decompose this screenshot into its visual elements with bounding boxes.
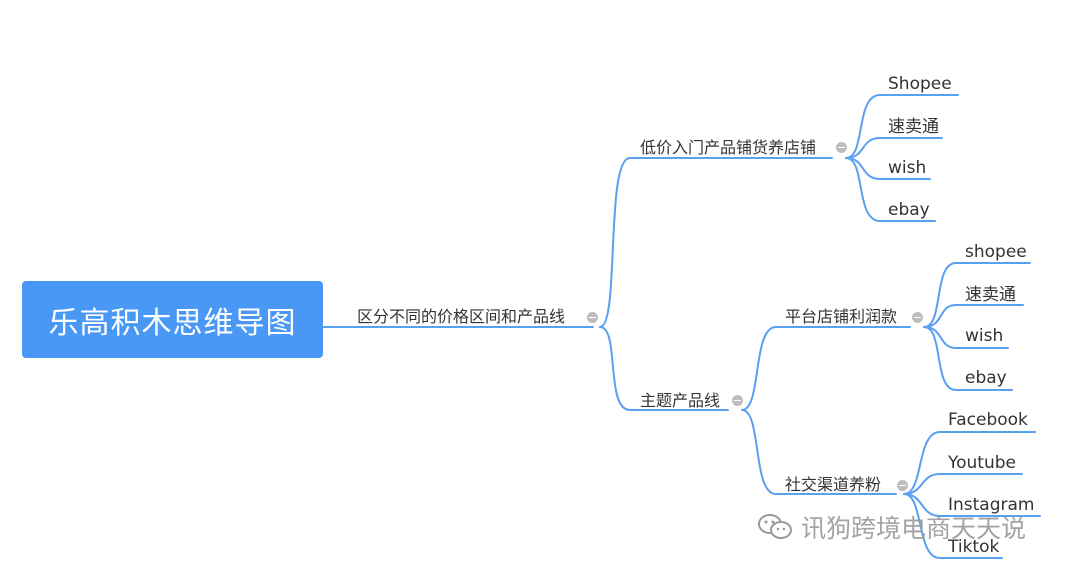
link-platform-shopee xyxy=(923,262,1031,328)
link-theme-social xyxy=(741,409,897,495)
link-social-tiktok xyxy=(903,493,1003,559)
link-platform-ebay xyxy=(923,326,1013,391)
link-low-shopee xyxy=(845,94,959,159)
collapse-icon[interactable] xyxy=(897,480,908,491)
link-theme-platform xyxy=(741,326,911,411)
leaf-ebay[interactable]: ebay xyxy=(965,368,1007,388)
leaf-aliexpress[interactable]: 速卖通 xyxy=(888,117,939,137)
collapse-icon[interactable] xyxy=(732,395,743,406)
leaf-shopee[interactable]: Shopee xyxy=(888,74,952,94)
leaf-instagram[interactable]: Instagram xyxy=(948,495,1035,515)
collapse-icon[interactable] xyxy=(912,312,923,323)
leaf-tiktok[interactable]: Tiktok xyxy=(948,537,1000,557)
link-platform-aliexpress xyxy=(923,304,1024,328)
node-low-price-entry[interactable]: 低价入门产品铺货养店铺 xyxy=(640,138,817,157)
collapse-icon[interactable] xyxy=(587,312,598,323)
leaf-wish[interactable]: wish xyxy=(888,158,927,178)
root-node[interactable]: 乐高积木思维导图 xyxy=(22,281,323,358)
leaf-shopee[interactable]: shopee xyxy=(965,242,1027,262)
link-social-facebook xyxy=(903,431,1036,495)
leaf-wish[interactable]: wish xyxy=(965,326,1004,346)
link-level1-branch-theme xyxy=(599,326,729,411)
collapse-icon[interactable] xyxy=(836,142,847,153)
leaf-youtube[interactable]: Youtube xyxy=(948,453,1016,473)
watermark-text: 讯狗跨境电商天天说 xyxy=(801,514,1027,543)
link-low-aliexpress xyxy=(845,137,943,159)
node-social-fans[interactable]: 社交渠道养粉 xyxy=(785,475,882,494)
node-price-range-product-line[interactable]: 区分不同的价格区间和产品线 xyxy=(357,307,566,326)
link-social-youtube xyxy=(903,473,1023,495)
leaf-aliexpress[interactable]: 速卖通 xyxy=(965,285,1016,305)
node-theme-product-line[interactable]: 主题产品线 xyxy=(640,391,721,410)
node-platform-profit[interactable]: 平台店铺利润款 xyxy=(785,307,898,326)
leaf-ebay[interactable]: ebay xyxy=(888,200,930,220)
watermark: 讯狗跨境电商天天说 xyxy=(757,509,1026,545)
link-low-ebay xyxy=(845,157,936,222)
link-level1-branch-low xyxy=(599,157,833,328)
leaf-facebook[interactable]: Facebook xyxy=(948,410,1028,430)
root-node-label: 乐高积木思维导图 xyxy=(48,305,297,341)
wechat-icon xyxy=(758,514,792,539)
